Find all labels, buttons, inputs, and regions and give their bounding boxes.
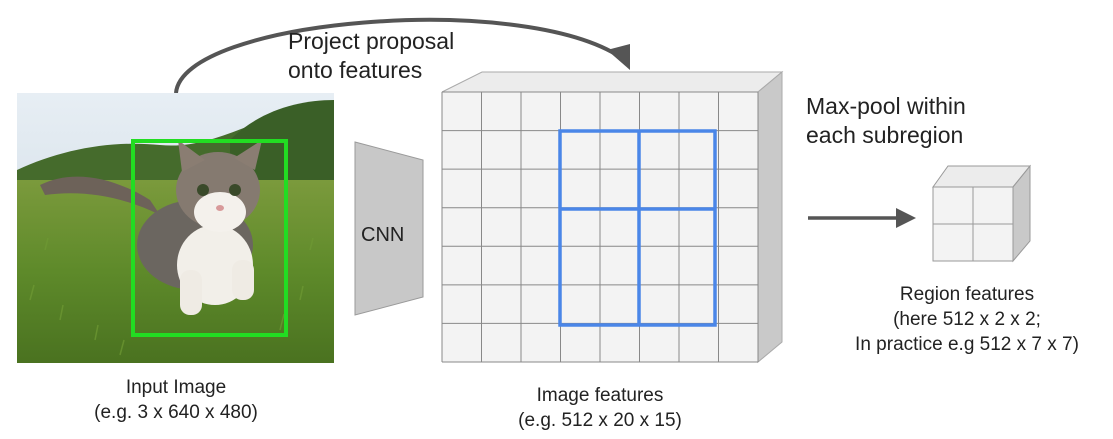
image-features-caption: Image features (e.g. 512 x 20 x 15) — [480, 383, 720, 433]
region-feature-cube — [932, 164, 1032, 263]
projection-arrow-head — [607, 44, 630, 70]
feature-map-cube — [441, 70, 784, 364]
projected-region — [558, 129, 717, 327]
project-label: Project proposal onto features — [288, 27, 454, 85]
maxpool-label-line2: each subregion — [806, 122, 964, 148]
region-caption-line1: Region features — [899, 284, 1035, 305]
projection-arrow — [174, 17, 624, 94]
features-caption-line2: (e.g. 512 x 20 x 15) — [518, 410, 682, 431]
region-caption-line3: In practice e.g 512 x 7 x 7) — [855, 334, 1079, 355]
region-features-caption: Region features (here 512 x 2 x 2; In pr… — [822, 282, 1112, 357]
input-image — [17, 93, 334, 363]
input-image-caption: Input Image (e.g. 3 x 640 x 480) — [56, 375, 296, 425]
region-caption-line2: (here 512 x 2 x 2; — [893, 309, 1041, 330]
feature-cube-top — [441, 71, 784, 93]
project-label-line1: Project proposal — [288, 28, 455, 54]
feature-cube-side — [757, 70, 783, 364]
project-label-line2: onto features — [288, 57, 423, 83]
cnn-block — [354, 141, 424, 316]
input-caption-line2: (e.g. 3 x 640 x 480) — [94, 402, 258, 423]
cnn-label: CNN — [361, 224, 405, 246]
proposal-box — [131, 139, 288, 337]
maxpool-label-line1: Max-pool within — [806, 93, 966, 119]
maxpool-label: Max-pool within each subregion — [806, 92, 966, 150]
features-caption-line1: Image features — [536, 385, 664, 406]
input-caption-line1: Input Image — [125, 377, 227, 398]
pool-arrow-head — [896, 208, 916, 228]
